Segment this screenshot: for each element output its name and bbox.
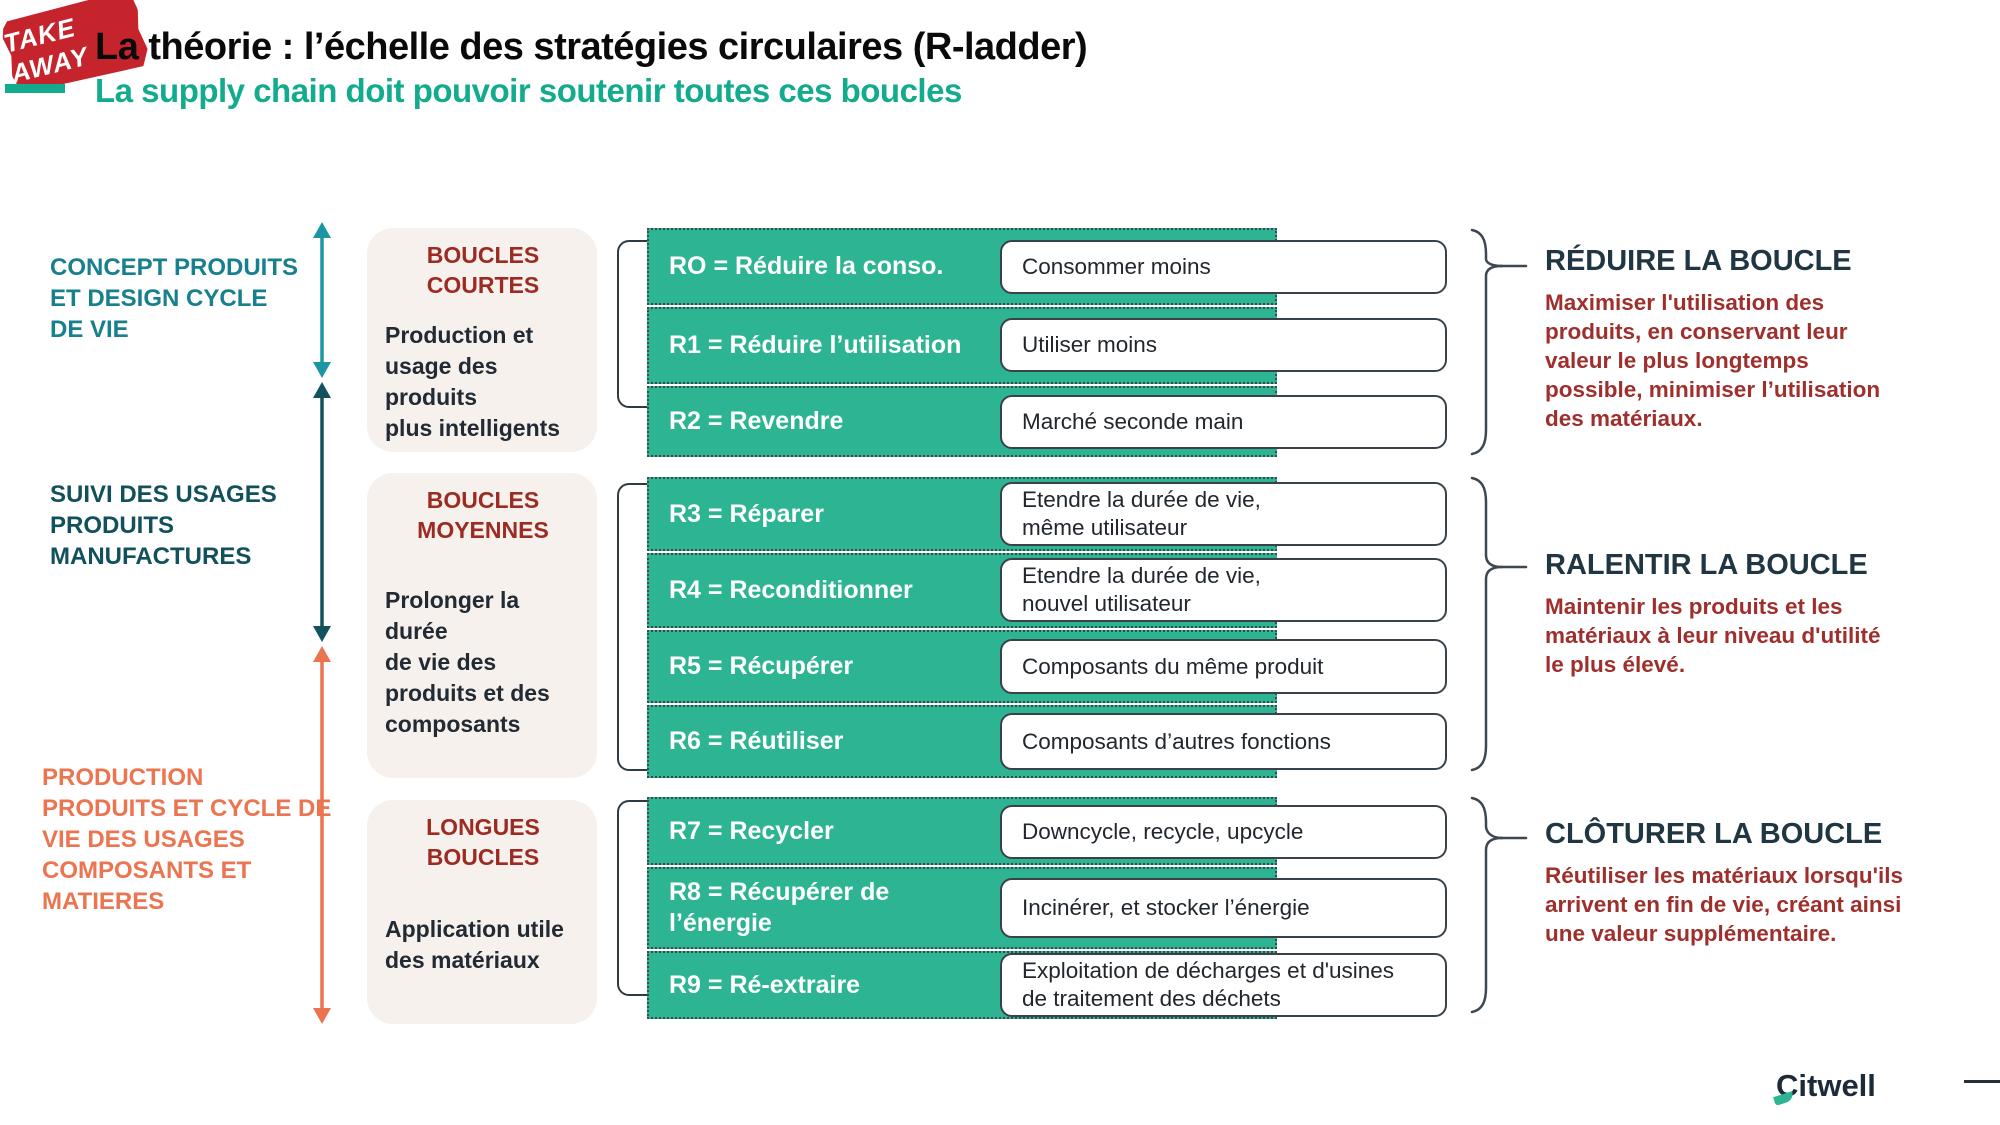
desc-box-r4: Etendre la durée de vie, nouvel utilisat…: [1000, 558, 1447, 622]
page-subtitle: La supply chain doit pouvoir soutenir to…: [95, 72, 962, 109]
desc-box-r0: Consommer moins: [1000, 240, 1447, 294]
r-row-label: R1 = Réduire l’utilisation: [669, 331, 962, 359]
brace-cloturer-icon: [1470, 796, 1528, 1014]
desc-box-r7: Downcycle, recycle, upcycle: [1000, 805, 1447, 859]
desc-text: Incinérer, et stocker l’énergie: [1022, 895, 1310, 920]
desc-box-r3: Etendre la durée de vie, même utilisateu…: [1000, 482, 1447, 546]
desc-box-r5: Composants du même produit: [1000, 639, 1447, 694]
accent-dash: [5, 84, 65, 93]
r-row-label: R9 = Ré-extraire: [669, 970, 861, 999]
desc-box-r6: Composants d’autres fonctions: [1000, 713, 1447, 770]
r-row-label: RO = Réduire la conso.: [669, 252, 944, 280]
r-row-label: R2 = Revendre: [669, 407, 844, 435]
loop-heading-reduire: RÉDUIRE LA BOUCLE: [1545, 245, 1852, 277]
loop-heading-cloturer: CLÔTURER LA BOUCLE: [1545, 818, 1883, 850]
desc-box-r9: Exploitation de décharges et d'usines de…: [1000, 953, 1447, 1017]
r-row-label: R3 = Réparer: [669, 499, 824, 528]
group-bracket-medium-loops: [617, 483, 647, 771]
desc-text: Composants du même produit: [1022, 653, 1324, 679]
double-arrow-darkteal-icon: [313, 382, 331, 642]
brace-reduire-icon: [1470, 228, 1528, 456]
loop-body-reduire: Maximiser l'utilisation des produits, en…: [1545, 290, 1881, 431]
r-row-label: R8 = Récupérer de l’énergie: [669, 878, 890, 937]
r-row-label: R4 = Reconditionner: [669, 576, 913, 604]
stage-description: Application utile des matériaux: [385, 916, 564, 973]
double-arrow-orange-icon: [313, 646, 331, 1024]
citwell-logo-c: C: [1773, 1068, 1798, 1106]
r-row-label: R5 = Récupérer: [669, 652, 854, 680]
desc-box-r1: Utiliser moins: [1000, 318, 1447, 372]
side-label-concept-produits: CONCEPT PRODUITS ET DESIGN CYCLE DE VIE: [50, 254, 299, 343]
desc-text: Consommer moins: [1022, 254, 1211, 279]
desc-text: Etendre la durée de vie, nouvel utilisat…: [1022, 563, 1261, 616]
desc-text: Utiliser moins: [1022, 332, 1158, 357]
stage-box-longues-boucles: LONGUES BOUCLES Application utile des ma…: [367, 800, 597, 1024]
side-label-production: PRODUCTION PRODUITS ET CYCLE DE VIE DES …: [42, 764, 332, 915]
stage-title: BOUCLES COURTES: [426, 242, 540, 298]
footer-divider-line: [1964, 1080, 2000, 1083]
loop-body-cloturer: Réutiliser les matériaux lorsqu'ils arri…: [1545, 863, 1903, 946]
desc-text: Marché seconde main: [1022, 409, 1244, 434]
loop-heading-ralentir: RALENTIR LA BOUCLE: [1545, 549, 1868, 581]
citwell-logo-rest: itwell: [1798, 1068, 1876, 1103]
desc-text: Exploitation de décharges et d'usines de…: [1022, 958, 1395, 1011]
stage-description: Production et usage des produits plus in…: [385, 322, 561, 441]
desc-text: Downcycle, recycle, upcycle: [1022, 819, 1304, 844]
group-bracket-long-loops: [617, 800, 647, 996]
group-bracket-short-loops: [617, 240, 647, 408]
brace-ralentir-icon: [1470, 476, 1528, 772]
r-row-label: R6 = Réutiliser: [669, 727, 844, 755]
stage-title: LONGUES BOUCLES: [426, 814, 540, 870]
stage-description: Prolonger la durée de vie des produits e…: [385, 587, 550, 737]
stage-title: BOUCLES MOYENNES: [417, 487, 549, 543]
stage-box-boucles-moyennes: BOUCLES MOYENNES Prolonger la durée de v…: [367, 473, 597, 778]
desc-box-r8: Incinérer, et stocker l’énergie: [1000, 878, 1447, 938]
loop-body-ralentir: Maintenir les produits et les matériaux …: [1545, 594, 1881, 677]
side-label-suivi-usages: SUIVI DES USAGES PRODUITS MANUFACTURES: [50, 481, 277, 570]
stage-box-boucles-courtes: BOUCLES COURTES Production et usage des …: [367, 228, 597, 452]
page-title: La théorie : l’échelle des stratégies ci…: [95, 26, 1088, 68]
desc-box-r2: Marché seconde main: [1000, 395, 1447, 449]
r-row-label: R7 = Recycler: [669, 816, 834, 845]
double-arrow-teal-icon: [313, 222, 331, 378]
desc-text: Etendre la durée de vie, même utilisateu…: [1022, 487, 1261, 540]
desc-text: Composants d’autres fonctions: [1022, 728, 1331, 754]
